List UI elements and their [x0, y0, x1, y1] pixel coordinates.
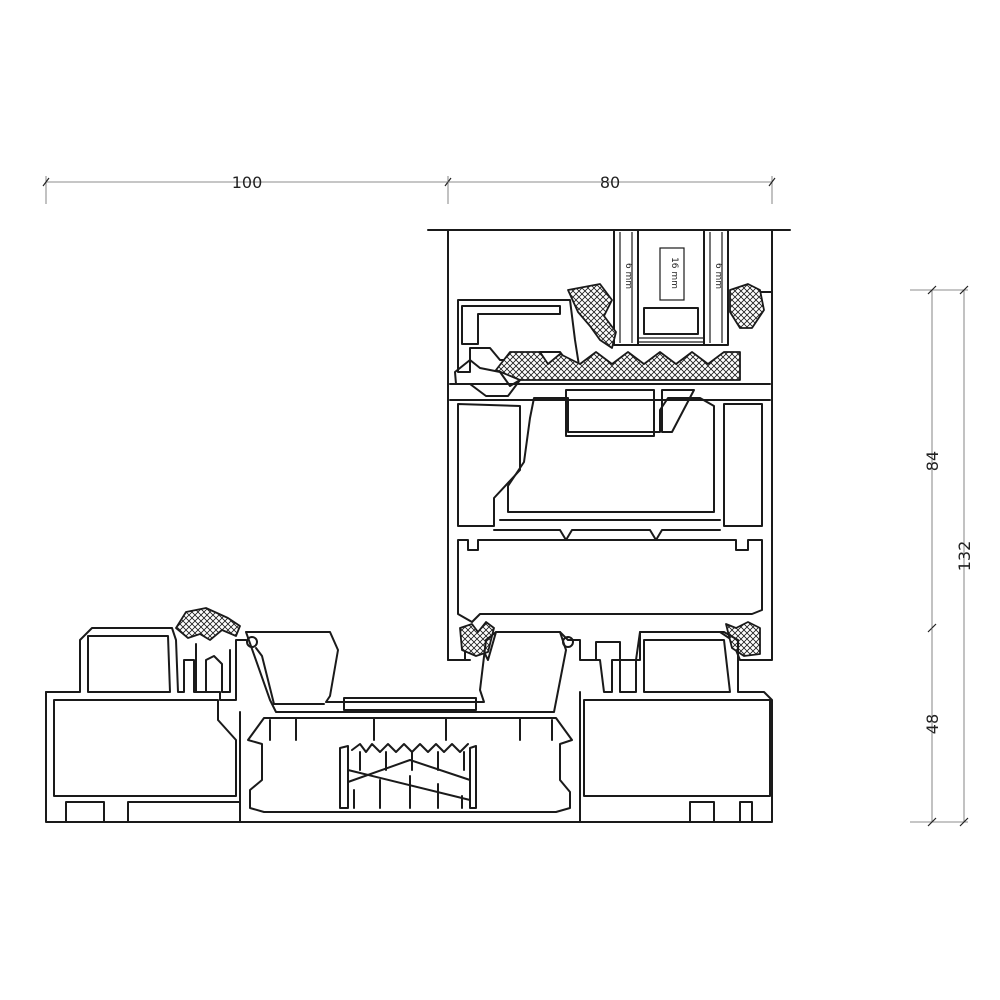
dimension-top-left: 100: [42, 173, 452, 204]
frame-weather-seal-left: [175, 607, 241, 641]
dimension-label-100: 100: [232, 173, 263, 192]
spacer-bar: [643, 307, 699, 335]
sash-reinforcement-chamber: [565, 389, 655, 437]
pane-right-label: 6 mm: [713, 263, 723, 289]
dimension-top-right: 80: [447, 173, 776, 204]
dimension-label-132: 132: [955, 541, 974, 572]
pane-left-label: 6 mm: [623, 263, 633, 289]
dimension-label-84: 84: [923, 451, 942, 471]
glazing-gasket-right: [729, 283, 765, 329]
glass-cavity: [637, 229, 705, 346]
glazing-unit: 6 mm 16 mm 6 mm: [427, 229, 791, 346]
sash-profile: [246, 283, 773, 661]
sash-gasket-right: [725, 621, 761, 657]
glazing-gasket-left: [567, 283, 617, 349]
frame-threshold-profile: [45, 607, 773, 823]
dimension-right-lower: 48: [910, 628, 942, 827]
dimension-label-80: 80: [600, 173, 620, 192]
dimension-right-total: 132: [940, 285, 974, 827]
sash-gasket-left: [459, 621, 495, 657]
glazing-gasket-bottom: [495, 351, 741, 381]
dimension-label-48: 48: [923, 714, 942, 734]
cavity-label: 16 mm: [669, 257, 679, 289]
dimension-right-upper: 84: [910, 285, 942, 633]
